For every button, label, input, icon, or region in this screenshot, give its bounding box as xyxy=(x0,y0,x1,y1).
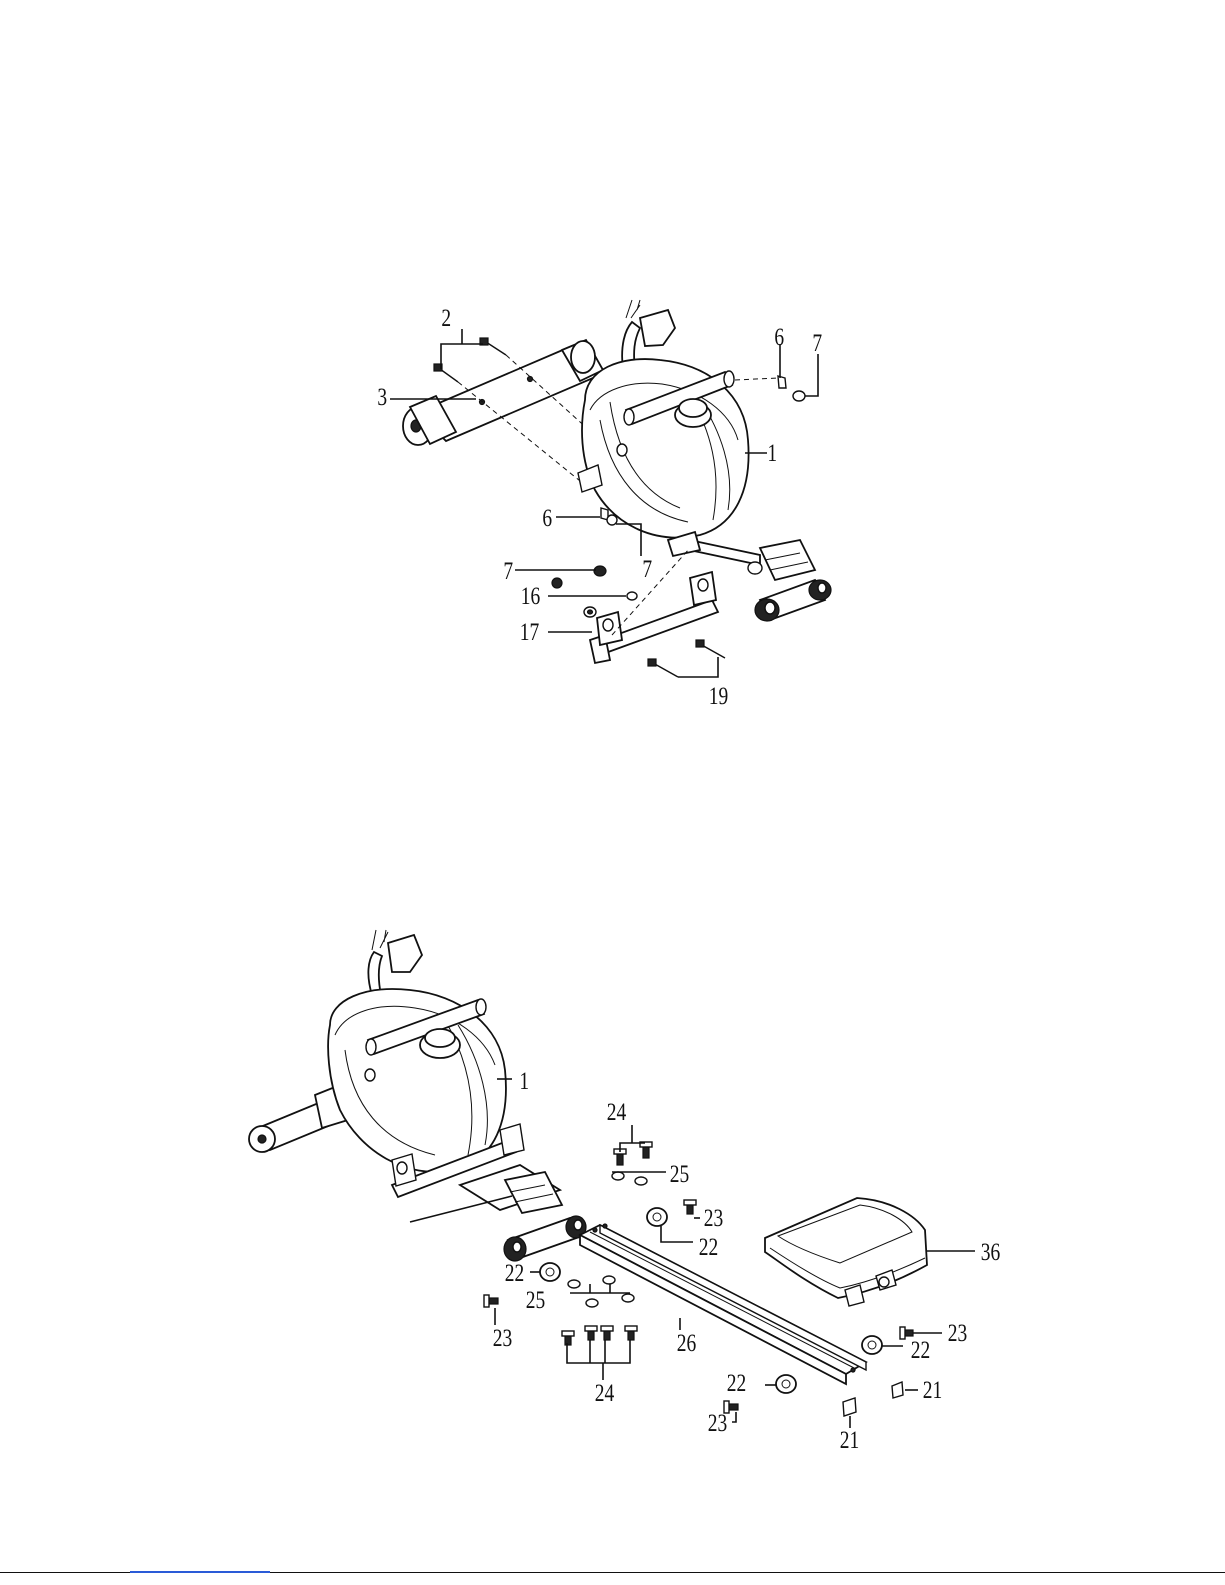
callout-label: 19 xyxy=(709,682,728,710)
callout-label: 1 xyxy=(767,439,777,467)
callout-label: 25 xyxy=(670,1160,689,1188)
callout-label: 6 xyxy=(542,504,552,532)
callout-label: 21 xyxy=(923,1376,942,1404)
callout-label: 23 xyxy=(704,1204,723,1232)
callout-label: 7 xyxy=(642,555,652,583)
frame-assembly-drawing xyxy=(249,930,586,1261)
callout-label: 6 xyxy=(774,323,784,351)
front-stabilizer-drawing xyxy=(403,340,603,445)
seat-drawing xyxy=(765,1198,927,1306)
bolts-19-drawing xyxy=(648,640,725,677)
callout-label: 24 xyxy=(595,1379,614,1407)
callout-label: 7 xyxy=(503,557,513,585)
callout-label: 1 xyxy=(519,1067,529,1095)
callout-label: 22 xyxy=(699,1233,718,1261)
callout-label: 7 xyxy=(812,329,822,357)
callout-label: 25 xyxy=(526,1286,545,1314)
callout-label: 36 xyxy=(981,1238,1000,1266)
callout-label: 23 xyxy=(948,1319,967,1347)
callout-label: 23 xyxy=(708,1409,727,1437)
callout-label: 21 xyxy=(840,1426,859,1454)
callout-label: 22 xyxy=(727,1369,746,1397)
callout-label: 2 xyxy=(441,304,451,332)
callout-label: 22 xyxy=(505,1259,524,1287)
callout-label: 16 xyxy=(521,582,540,610)
exploded-diagram-bottom: 1 24 25 23 22 36 22 25 23 26 24 23 22 22… xyxy=(249,930,1000,1454)
callout-label: 3 xyxy=(377,383,387,411)
callout-label: 24 xyxy=(607,1098,626,1126)
callout-label: 17 xyxy=(520,618,539,646)
footer-link-underline[interactable] xyxy=(130,1571,270,1573)
callout-label: 26 xyxy=(677,1329,696,1357)
exploded-diagram-top: 2 3 6 7 1 6 7 7 16 17 19 xyxy=(377,300,831,710)
callout-label: 22 xyxy=(911,1336,930,1364)
callout-label: 23 xyxy=(493,1324,512,1352)
main-frame-drawing xyxy=(578,300,831,621)
